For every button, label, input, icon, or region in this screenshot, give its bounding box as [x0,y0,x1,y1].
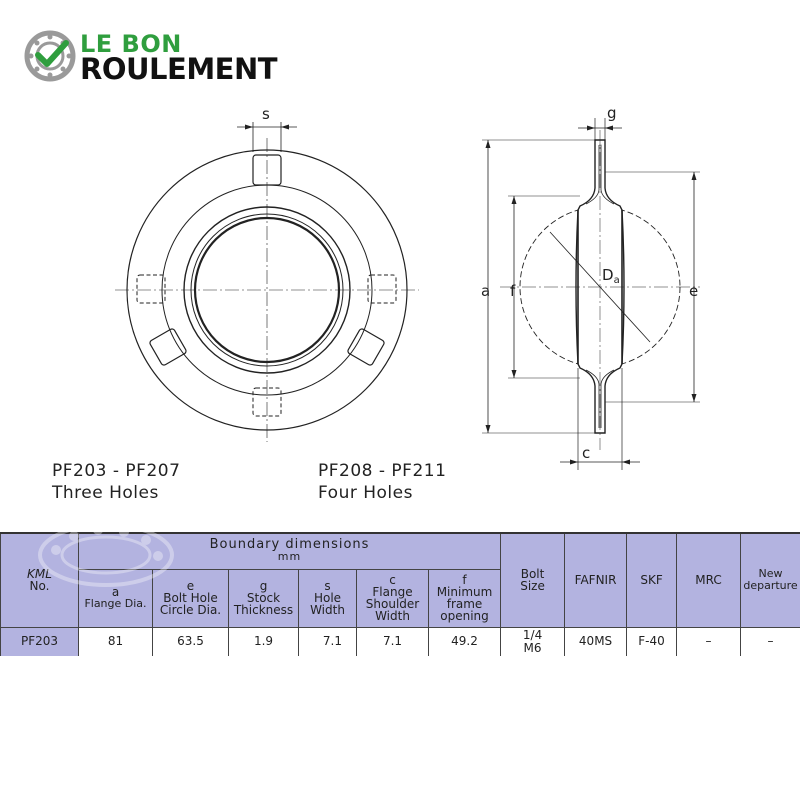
lower-right-hole [347,328,385,366]
caption-four-holes: PF208 - PF211 Four Holes [318,460,446,504]
col-c-letter: c [389,573,396,587]
col-s-letter: s [324,579,331,593]
header-bolt-line1: Bolt [520,567,545,582]
dim-label-f: f [510,282,516,300]
brand-logo: LE BON ROULEMENT [24,28,304,86]
header-new-line1: New [758,567,783,581]
cell-bolt-line1: 1/4 [522,627,543,642]
col-a-desc: Flange Dia. [84,597,147,610]
cell-s: 7.1 [298,627,357,656]
cell-bolt-line2: M6 [523,640,542,655]
header-kml: KML No. [0,532,79,628]
cell-new: – [740,627,800,656]
col-s-desc1: Hole [313,591,342,605]
dim-label-c: c [582,444,590,462]
header-fafnir: FAFNIR [564,532,628,628]
caption-models-right: PF208 - PF211 [318,461,447,481]
caption-three-holes: PF203 - PF207 Three Holes [52,460,180,504]
header-kml-line1: KML [27,567,52,582]
col-g-desc1: Stock [246,591,281,605]
technical-drawing: s g a f e c Da [115,104,700,470]
col-g-desc2: Thickness [233,603,294,617]
header-skf: SKF [626,532,678,628]
da-sub: a [614,275,620,286]
dim-label-s: s [262,105,270,123]
header-boundary-line1: Boundary dimensions [209,537,370,553]
col-a-letter: a [111,585,120,599]
cell-g: 1.9 [228,627,299,656]
bearing-check-icon [24,30,76,82]
cell-c: 7.1 [356,627,429,656]
header-col-f: f Minimum frame opening [427,568,502,628]
caption-holes-right: Four Holes [318,483,413,503]
left-dashed-hole [136,274,166,304]
header-boundary-dimensions: Boundary dimensions mm [77,532,502,570]
header-bolt-size: Bolt Size [500,532,566,628]
header-boundary-line2: mm [277,550,302,564]
col-e-desc2: Circle Dia. [159,603,222,617]
header-new-departure: New departure [740,532,800,628]
cell-fafnir: 40MS [564,627,628,656]
logo-line-1: LE BON [80,30,182,58]
da-main: D [602,266,614,284]
cell-a: 81 [78,627,153,656]
col-f-letter: f [462,573,467,587]
header-kml-line2: No. [29,579,50,594]
cell-kml: PF203 [0,626,79,656]
col-f-desc1: Minimum [436,585,493,599]
header-mrc: MRC [676,532,742,628]
col-g-letter: g [259,579,268,593]
dim-label-da: Da [602,266,620,286]
logo-line-2: ROULEMENT [80,52,278,86]
col-c-desc1: Flange [372,585,413,599]
dim-label-a: a [481,282,490,300]
side-view [482,118,700,470]
cell-mrc: – [676,627,742,656]
cell-e: 63.5 [152,627,229,656]
col-e-letter: e [186,579,195,593]
cell-skf: F-40 [626,627,678,656]
col-s-desc2: Width [310,603,345,617]
header-col-e: e Bolt Hole Circle Dia. [152,568,229,628]
col-e-desc1: Bolt Hole [163,591,218,605]
col-c-desc3: Width [375,609,410,623]
top-hole [252,154,282,186]
col-f-desc3: opening [440,609,489,623]
table-row: PF203 81 63.5 1.9 7.1 7.1 49.2 1/4 M6 40… [0,626,800,656]
col-c-desc2: Shoulder [365,597,420,611]
header-new-line2: departure [743,579,798,593]
caption-models-left: PF203 - PF207 [52,461,181,481]
header-col-s: s Hole Width [298,568,357,628]
header-col-c: c Flange Shoulder Width [356,568,429,628]
header-col-a: a Flange Dia. [78,568,153,628]
cell-bolt: 1/4 M6 [500,627,566,656]
header-bolt-line2: Size [520,579,545,594]
header-col-g: g Stock Thickness [228,568,299,628]
dim-label-e: e [689,282,698,300]
spec-table: KML No. Boundary dimensions mm Bolt Size… [0,532,800,656]
col-f-desc2: frame [446,597,483,611]
caption-holes-left: Three Holes [52,483,159,503]
lower-left-hole [149,328,187,366]
cell-f: 49.2 [427,627,502,656]
dim-label-g: g [607,104,617,122]
